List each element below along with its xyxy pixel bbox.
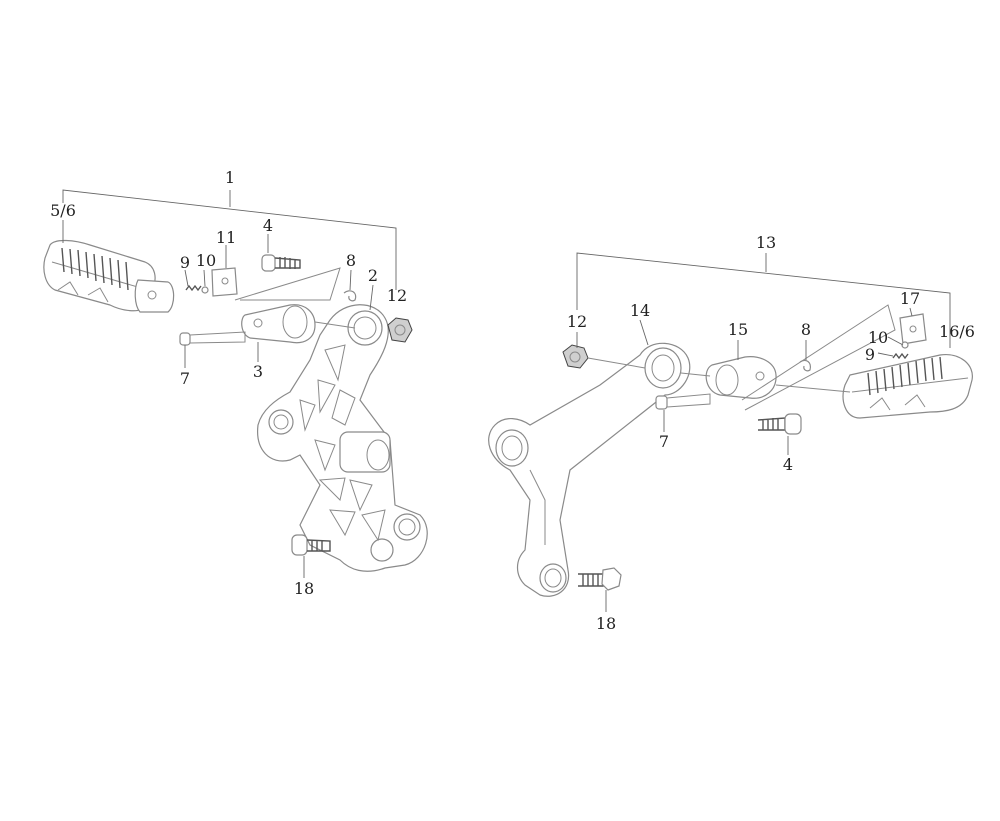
label-right-ring: 10 xyxy=(868,328,888,347)
label-left-spring: 9 xyxy=(180,253,190,272)
right-assembly-bracket-line xyxy=(576,252,951,320)
left-assembly: 1 5/6 9 10 11 4 8 2 12 7 3 18 xyxy=(43,168,428,598)
label-right-nut: 12 xyxy=(567,312,587,331)
label-left-bracket: 2 xyxy=(368,266,378,285)
label-right-pivot: 15 xyxy=(728,320,748,339)
right-mount-bolt xyxy=(578,567,622,591)
right-clip xyxy=(799,359,811,372)
label-right-pin: 7 xyxy=(659,432,669,451)
left-bolt-top xyxy=(261,254,301,272)
right-bolt xyxy=(757,413,802,435)
right-assembly: 13 12 14 15 8 17 10 16/6 9 7 4 18 xyxy=(488,233,975,633)
left-hanger-bracket xyxy=(257,304,428,572)
label-assembly-1: 1 xyxy=(225,168,235,187)
label-right-footpeg: 16/6 xyxy=(939,322,975,341)
label-left-plate: 11 xyxy=(216,228,236,247)
right-footpeg xyxy=(842,353,973,419)
label-right-bracket: 14 xyxy=(630,301,650,320)
right-pivot xyxy=(705,356,777,399)
right-spring xyxy=(892,352,909,360)
label-assembly-13: 13 xyxy=(756,233,776,252)
label-left-bolt-top: 4 xyxy=(263,216,273,235)
left-pivot xyxy=(241,304,316,344)
left-ring xyxy=(201,286,209,294)
label-right-bolt: 4 xyxy=(783,455,793,474)
label-left-clip: 8 xyxy=(346,251,356,270)
left-plate xyxy=(211,267,238,297)
label-right-mount-bolt: 18 xyxy=(596,614,616,633)
left-mount-bolt xyxy=(291,534,331,556)
right-plate xyxy=(899,313,927,345)
right-hanger-bracket xyxy=(488,342,691,597)
label-left-ring: 10 xyxy=(196,251,216,270)
right-pin xyxy=(655,393,711,410)
label-left-nut: 12 xyxy=(387,286,407,305)
right-nut xyxy=(562,344,589,369)
label-left-footpeg: 5/6 xyxy=(50,201,76,220)
right-ring xyxy=(901,341,909,349)
left-pin xyxy=(179,331,246,346)
label-left-mount-bolt: 18 xyxy=(294,579,314,598)
label-right-clip: 8 xyxy=(801,320,811,339)
label-right-spring: 9 xyxy=(865,345,875,364)
left-assembly-bracket-line xyxy=(62,189,397,290)
left-nut xyxy=(387,317,413,343)
label-left-pin: 7 xyxy=(180,369,190,388)
label-right-plate: 17 xyxy=(900,289,920,308)
label-left-pivot: 3 xyxy=(253,362,263,381)
left-spring xyxy=(185,284,202,292)
left-footpeg xyxy=(43,239,175,313)
left-clip xyxy=(343,290,357,302)
